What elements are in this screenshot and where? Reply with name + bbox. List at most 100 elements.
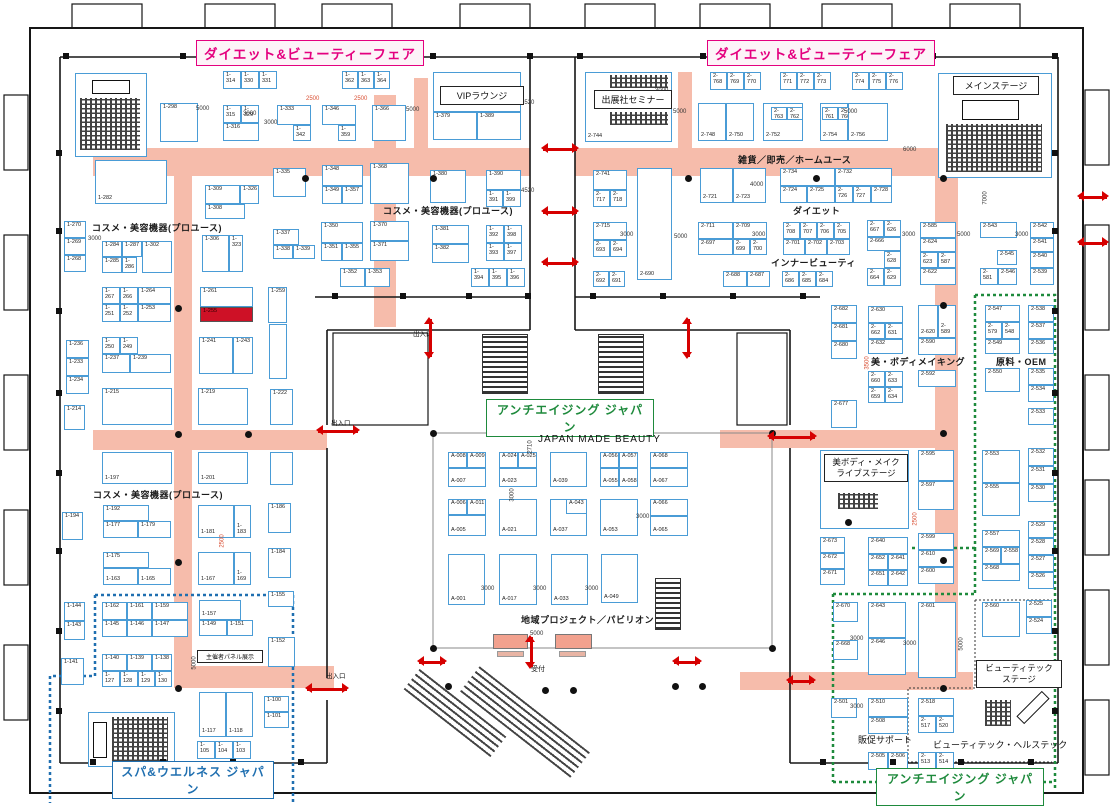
booth-2-525[interactable]: 2-525 bbox=[1026, 600, 1052, 617]
booth-2-664[interactable]: 2-664 bbox=[867, 268, 884, 286]
booth-1-306[interactable]: 1-306 bbox=[202, 235, 229, 272]
booth-1-251[interactable]: 1-251 bbox=[102, 304, 120, 322]
booth-1-285[interactable]: 1-285 bbox=[102, 257, 122, 273]
booth-2-768[interactable]: 2-768 bbox=[710, 72, 727, 90]
booth-1-149[interactable]: 1-149 bbox=[199, 620, 227, 636]
booth-1-331[interactable]: 1-331 bbox=[259, 71, 277, 89]
booth-A-053[interactable]: A-053 bbox=[600, 499, 638, 536]
booth-1-284[interactable]: 1-284 bbox=[102, 241, 122, 257]
booth-1-333[interactable]: 1-333 bbox=[277, 105, 311, 125]
booth-2-671[interactable]: 2-671 bbox=[820, 569, 845, 585]
booth-1-179[interactable]: 1-179 bbox=[138, 521, 171, 538]
booth-1-100[interactable]: 1-100 bbox=[264, 696, 289, 712]
booth-2-685[interactable]: 2-685 bbox=[799, 271, 816, 287]
booth-1-118[interactable]: 1-118 bbox=[226, 692, 253, 737]
booth-1-146[interactable]: 1-146 bbox=[127, 620, 152, 637]
booth-2-532[interactable]: 2-532 bbox=[1028, 448, 1054, 466]
booth-A-058[interactable]: A-058 bbox=[619, 468, 638, 487]
booth-2-629[interactable]: 2-629 bbox=[884, 268, 901, 286]
booth-2-717[interactable]: 2-717 bbox=[593, 190, 610, 207]
booth-2-601[interactable]: 2-601 bbox=[918, 602, 956, 678]
booth-1-349[interactable]: 1-349 bbox=[322, 186, 342, 204]
booth-1-138[interactable]: 1-138 bbox=[152, 654, 172, 671]
booth-A-005[interactable]: A-005 bbox=[448, 515, 486, 536]
booth-1-282[interactable]: 1-282 bbox=[95, 160, 167, 204]
booth-1-298[interactable]: 1-298 bbox=[160, 103, 198, 142]
booth-1-215[interactable]: 1-215 bbox=[102, 388, 172, 425]
booth-2-527[interactable]: 2-527 bbox=[1028, 555, 1054, 572]
booth-2-546[interactable]: 2-546 bbox=[998, 268, 1017, 285]
booth-2-693[interactable]: 2-693 bbox=[593, 240, 610, 257]
booth-A-025[interactable]: A-025 bbox=[518, 452, 537, 468]
booth-1-237[interactable]: 1-237 bbox=[102, 354, 130, 373]
booth-2-547[interactable]: 2-547 bbox=[985, 305, 1020, 322]
booth-A-001[interactable]: A-001 bbox=[448, 554, 485, 605]
booth-1-163[interactable]: 1-163 bbox=[103, 568, 138, 585]
booth-1-219[interactable]: 1-219 bbox=[198, 388, 248, 425]
booth-2-518[interactable]: 2-518 bbox=[918, 698, 954, 716]
booth-A-057[interactable]: A-057 bbox=[619, 452, 638, 468]
booth-2-599[interactable]: 2-599 bbox=[918, 533, 954, 550]
booth-1-353[interactable]: 1-353 bbox=[365, 268, 390, 287]
booth-1-117[interactable]: 1-117 bbox=[199, 692, 226, 737]
booth-1-140[interactable]: 1-140 bbox=[102, 654, 127, 671]
booth-1-382[interactable]: 1-382 bbox=[432, 244, 469, 263]
booth-2-529[interactable]: 2-529 bbox=[1028, 521, 1054, 538]
booth-1-267[interactable]: 1-267 bbox=[102, 287, 120, 304]
booth-2-589[interactable]: 2-589 bbox=[938, 305, 956, 338]
booth-2-633[interactable]: 2-633 bbox=[885, 371, 903, 387]
booth-1-351[interactable]: 1-351 bbox=[321, 243, 342, 261]
booth-1-101[interactable]: 1-101 bbox=[264, 712, 289, 728]
booth-2-530[interactable]: 2-530 bbox=[1028, 484, 1054, 502]
booth-1-381[interactable]: 1-381 bbox=[432, 225, 469, 244]
booth-2-620[interactable]: 2-620 bbox=[918, 305, 938, 338]
booth-2-659[interactable]: 2-659 bbox=[868, 387, 885, 403]
booth-2-535[interactable]: 2-535 bbox=[1028, 368, 1054, 385]
booth-2-557[interactable]: 2-557 bbox=[982, 530, 1020, 547]
booth-2-697[interactable]: 2-697 bbox=[698, 239, 733, 255]
booth-2-668[interactable]: 2-668 bbox=[833, 640, 858, 660]
booth-2-660[interactable]: 2-660 bbox=[868, 371, 885, 387]
booth-1-389[interactable]: 1-389 bbox=[477, 112, 521, 140]
booth-2-553[interactable]: 2-553 bbox=[982, 450, 1020, 483]
booth-2-642[interactable]: 2-642 bbox=[888, 570, 908, 586]
booth-1-390[interactable]: 1-390 bbox=[486, 170, 521, 190]
booth-1-222[interactable]: 1-222 bbox=[270, 389, 293, 425]
booth-2-761[interactable]: 2-761 bbox=[822, 107, 838, 120]
booth-1-241[interactable]: 1-241 bbox=[199, 337, 233, 374]
booth-1-335[interactable]: 1-335 bbox=[273, 168, 306, 197]
booth-1-147[interactable]: 1-147 bbox=[152, 620, 188, 637]
booth-2-724[interactable]: 2-724 bbox=[780, 186, 807, 203]
booth-1-339[interactable]: 1-339 bbox=[293, 245, 315, 259]
booth-2-680[interactable]: 2-680 bbox=[831, 341, 857, 359]
booth-2-542[interactable]: 2-542 bbox=[1030, 222, 1054, 238]
booth-2-726[interactable]: 2-726 bbox=[835, 186, 853, 203]
booth-A-007[interactable]: A-007 bbox=[448, 468, 486, 487]
booth-2-550[interactable]: 2-550 bbox=[985, 368, 1020, 392]
booth-2-540[interactable]: 2-540 bbox=[1030, 252, 1054, 268]
booth-A-039[interactable]: A-039 bbox=[550, 452, 587, 487]
booth-2-543[interactable]: 2-543 bbox=[980, 222, 1017, 238]
booth-2-526[interactable]: 2-526 bbox=[1028, 572, 1054, 589]
booth-1-370[interactable]: 1-370 bbox=[370, 221, 409, 241]
booth-2-681[interactable]: 2-681 bbox=[831, 323, 857, 341]
booth-2-646[interactable]: 2-646 bbox=[868, 638, 906, 675]
booth-2-677[interactable]: 2-677 bbox=[831, 400, 857, 428]
booth-1-342[interactable]: 1-342 bbox=[293, 125, 311, 141]
booth-1-162[interactable]: 1-162 bbox=[102, 602, 127, 620]
booth-1-362[interactable]: 1-362 bbox=[342, 71, 358, 89]
booth-1-186[interactable]: 1-186 bbox=[268, 503, 291, 533]
booth-1-155[interactable]: 1-155 bbox=[268, 591, 294, 607]
booth-2-750[interactable]: 2-750 bbox=[726, 103, 754, 141]
booth-2-651[interactable]: 2-651 bbox=[868, 570, 888, 586]
booth-A-017[interactable]: A-017 bbox=[499, 554, 537, 605]
booth-1-330[interactable]: 1-330 bbox=[241, 71, 259, 89]
booth-1-395[interactable]: 1-395 bbox=[489, 268, 507, 287]
booth-A-006[interactable]: A-006 bbox=[448, 499, 467, 515]
booth-1-379[interactable]: 1-379 bbox=[433, 112, 477, 140]
booth-2-725[interactable]: 2-725 bbox=[807, 186, 835, 203]
booth-1-161[interactable]: 1-161 bbox=[127, 602, 152, 620]
booth-1-128[interactable]: 1-128 bbox=[120, 671, 138, 687]
booth-2-581[interactable]: 2-581 bbox=[980, 268, 998, 285]
booth-2-727[interactable]: 2-727 bbox=[853, 186, 871, 203]
